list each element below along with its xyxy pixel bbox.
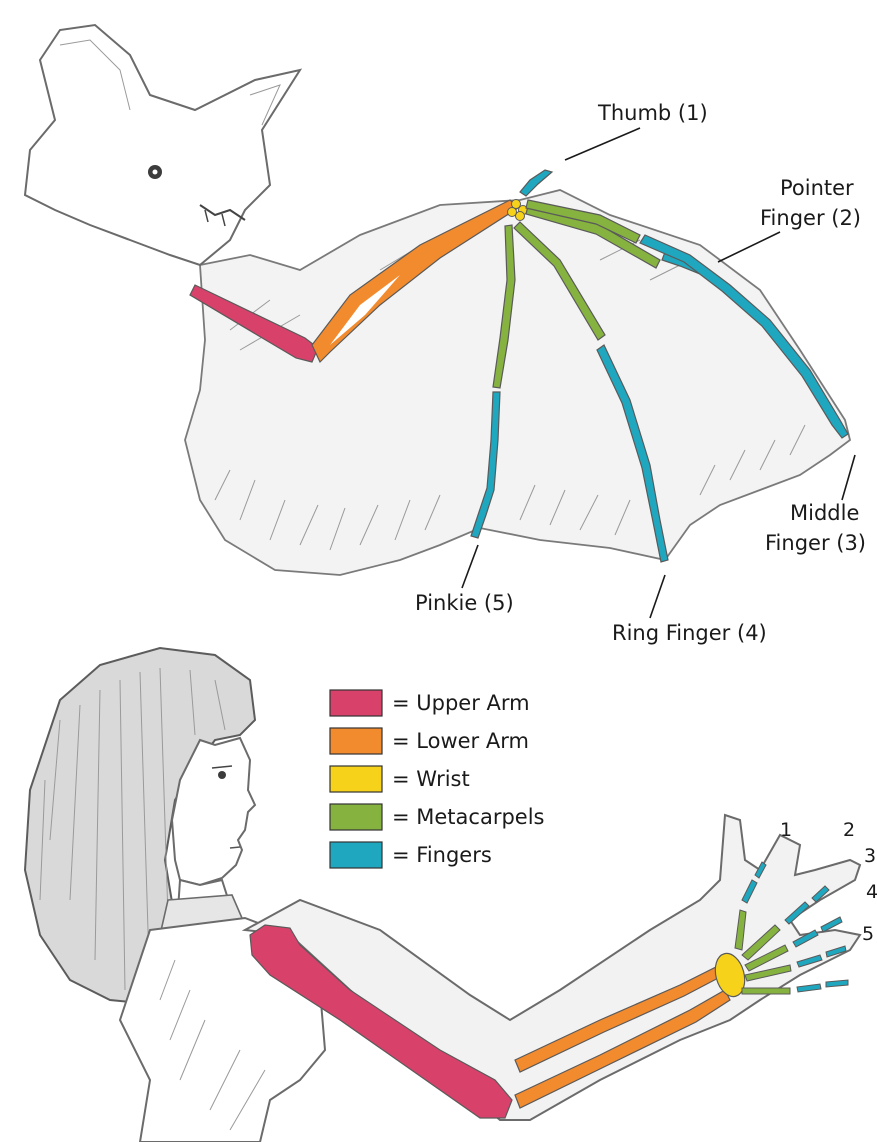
bat-head bbox=[25, 25, 300, 265]
thumb-label: Thumb (1) bbox=[597, 101, 708, 125]
legend-item-wrist: = Wrist bbox=[330, 766, 470, 792]
hand-number-3: 3 bbox=[864, 845, 876, 867]
pointer-finger-label-2: Finger (2) bbox=[760, 206, 861, 230]
legend-label-metacarpels: = Metacarpels bbox=[392, 805, 545, 829]
legend-item-lower-arm: = Lower Arm bbox=[330, 728, 529, 754]
hand-number-5: 5 bbox=[862, 923, 874, 945]
girl-mouth bbox=[230, 847, 240, 848]
bat-thumb-bone bbox=[520, 170, 552, 196]
hand-number-4: 4 bbox=[866, 881, 877, 903]
legend-item-metacarpels: = Metacarpels bbox=[330, 804, 545, 830]
pointer-finger-label: Pointer bbox=[780, 176, 854, 200]
girl-illustration bbox=[25, 648, 860, 1142]
pinkie-label: Pinkie (5) bbox=[415, 591, 514, 615]
middle-finger-label: Middle bbox=[790, 501, 859, 525]
legend-label-lower-arm: = Lower Arm bbox=[392, 729, 529, 753]
bat-wing-membrane bbox=[185, 190, 850, 575]
legend-label-fingers: = Fingers bbox=[392, 843, 492, 867]
legend-swatch-metacarpels bbox=[330, 804, 382, 830]
middle-finger-label-2: Finger (3) bbox=[765, 531, 866, 555]
color-legend: = Upper Arm = Lower Arm = Wrist = Metaca… bbox=[330, 690, 545, 868]
legend-swatch-lower-arm bbox=[330, 728, 382, 754]
legend-label-upper-arm: = Upper Arm bbox=[392, 691, 530, 715]
girl-eye bbox=[218, 771, 226, 779]
legend-item-upper-arm: = Upper Arm bbox=[330, 690, 530, 716]
hand-number-1: 1 bbox=[780, 819, 792, 841]
ring-finger-label: Ring Finger (4) bbox=[612, 621, 767, 645]
legend-swatch-fingers bbox=[330, 842, 382, 868]
hand-number-2: 2 bbox=[843, 819, 855, 841]
legend-swatch-upper-arm bbox=[330, 690, 382, 716]
legend-swatch-wrist bbox=[330, 766, 382, 792]
legend-label-wrist: = Wrist bbox=[392, 767, 470, 791]
legend-item-fingers: = Fingers bbox=[330, 842, 492, 868]
bat-illustration bbox=[25, 25, 850, 575]
